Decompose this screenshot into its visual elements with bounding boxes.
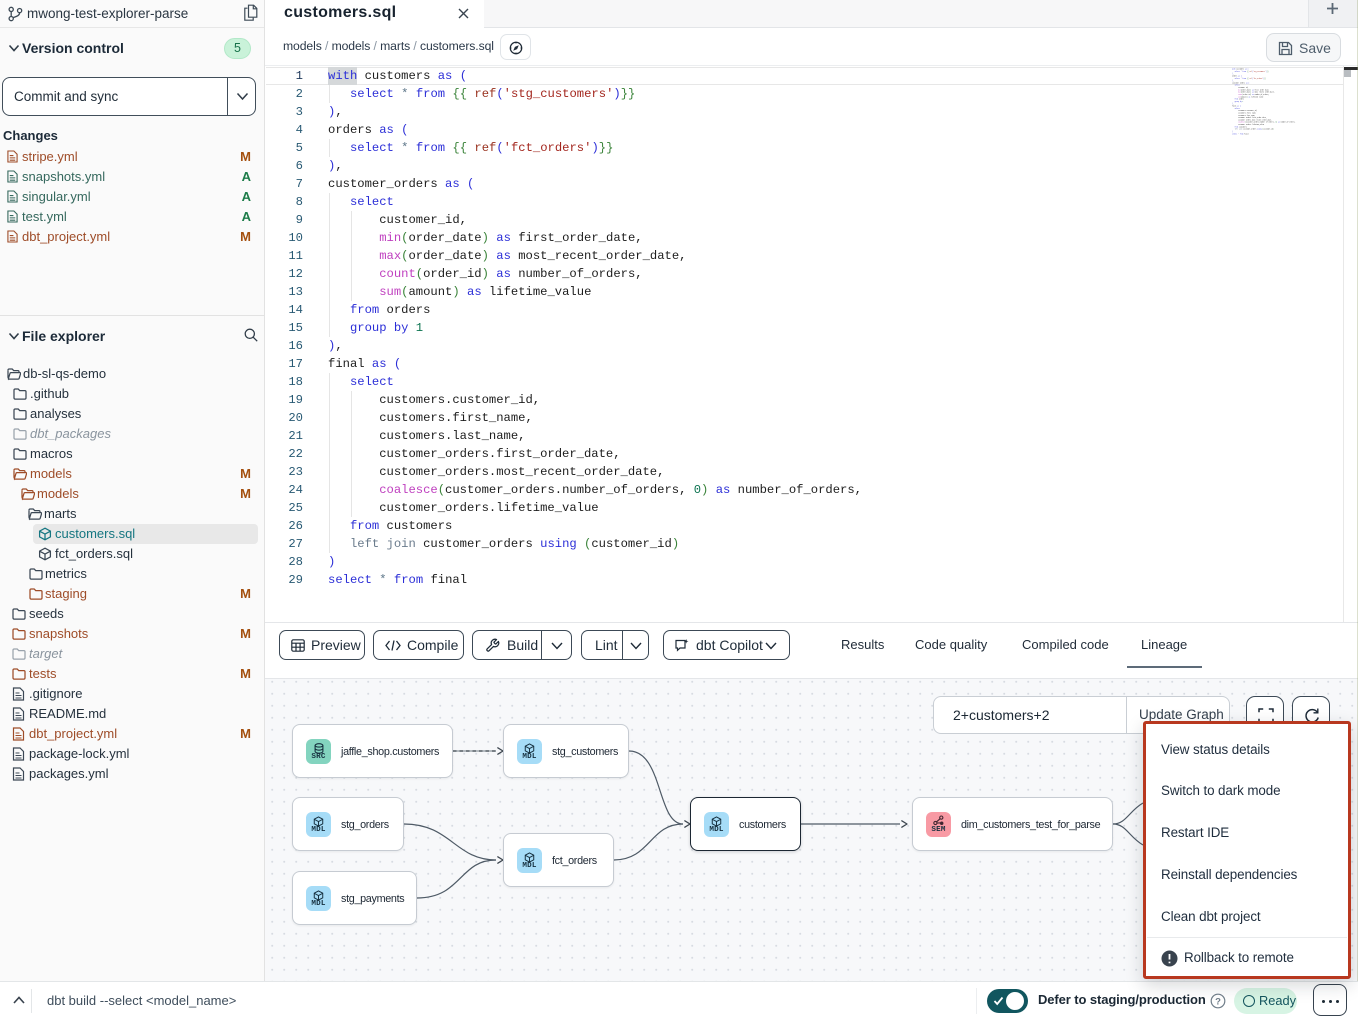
svg-text:?: ?: [1215, 996, 1221, 1007]
